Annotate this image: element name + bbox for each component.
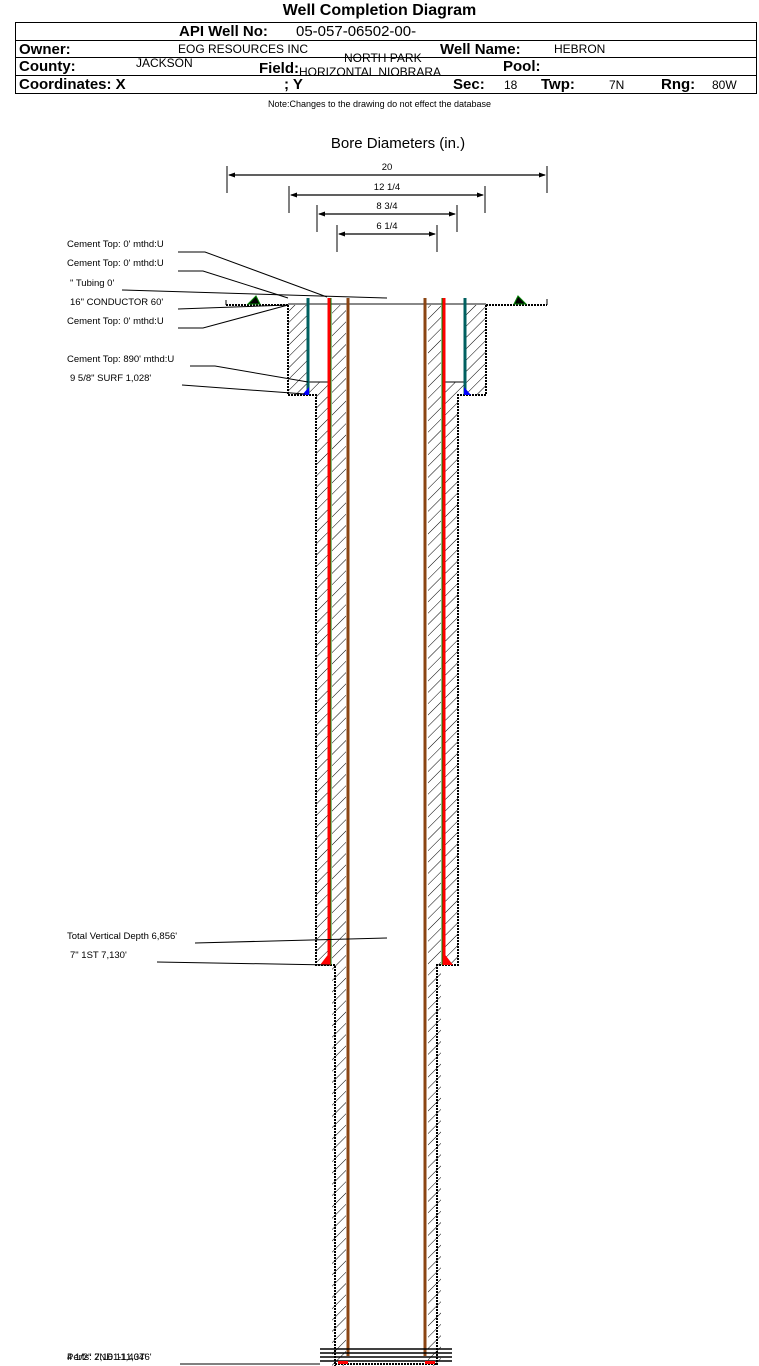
bore-dimension-1: 12 1/4	[288, 182, 486, 213]
annotation-label: 16" CONDUCTOR 60'	[70, 297, 163, 308]
coordinates-label: Coordinates: X	[19, 76, 126, 93]
leader-line	[177, 304, 289, 310]
annotation-label: 7" 1ST 7,130'	[70, 950, 127, 961]
annotation-label: 9 5/8" SURF 1,028'	[70, 373, 151, 384]
surface-cement-right	[465, 305, 486, 395]
cement-marker-icon	[513, 295, 528, 305]
arrow-right-icon	[429, 231, 436, 237]
annotation-group: Cement Top: 0' mthd:U Cement Top: 0' mthd…	[67, 239, 388, 1365]
bore-diameter-label: 6 1/4	[376, 221, 397, 232]
annotation-0: Cement Top: 0' mthd:U	[67, 239, 328, 298]
annotation-4: Cement Top: 0' mthd:U	[67, 304, 289, 329]
header-row-owner: Owner: EOG RESOURCES INC Well Name: HEBR…	[16, 41, 756, 58]
annotation-1: Cement Top: 0' mthd:U	[67, 258, 289, 299]
arrow-left-icon	[318, 211, 325, 217]
bore-diameter-label: 20	[382, 162, 393, 173]
bore-dimension-2: 8 3/4	[316, 201, 458, 232]
leader-line	[156, 961, 331, 966]
field-value-line2: HORIZONTAL NIOBRARA	[299, 65, 442, 79]
sec-label: Sec:	[453, 76, 485, 93]
field-label: Field:	[259, 60, 299, 77]
leader-line	[190, 365, 309, 383]
arrow-right-icon	[539, 172, 546, 178]
header-row-api: API Well No: 05-057-06502-00-	[16, 23, 756, 41]
annotation-3: 16" CONDUCTOR 60'	[70, 297, 289, 310]
rng-label: Rng:	[661, 76, 696, 93]
county-label: County:	[19, 58, 76, 75]
intermediate-cement-left	[316, 382, 329, 965]
leader-line	[178, 270, 289, 299]
sec-value: 18	[504, 78, 518, 92]
bore-dimension-3: 6 1/4	[336, 221, 438, 252]
leader-line	[181, 384, 306, 395]
arrow-left-icon	[228, 172, 235, 178]
header-row-county: County: JACKSON Field: NORTH PARK HORIZO…	[16, 51, 756, 79]
production-cement-right	[428, 305, 441, 1366]
arrow-left-icon	[338, 231, 345, 237]
perforations	[320, 1348, 452, 1365]
county-value: JACKSON	[136, 56, 193, 70]
twp-value: 7N	[609, 78, 625, 92]
diagram-title: Well Completion Diagram	[282, 2, 477, 19]
arrow-left-icon	[290, 192, 297, 198]
annotation-8: 7" 1ST 7,130'	[70, 950, 331, 966]
bore-dimension-0: 20	[226, 162, 548, 193]
arrow-right-icon	[449, 211, 456, 217]
cement-marker-icon	[246, 295, 261, 305]
annotation-label: Cement Top: 0' mthd:U	[67, 316, 164, 327]
bore-diameter-label: 12 1/4	[374, 182, 400, 193]
annotation-label: Perfs: 7,161-11,376'	[67, 1352, 152, 1363]
database-note: Note:Changes to the drawing do not effec…	[268, 99, 491, 109]
bore-dimension-group: 20 12 1/4 8 3/4 6 1/4	[226, 162, 548, 252]
bore-diameters-title: Bore Diameters (in.)	[331, 135, 465, 152]
rng-value: 80W	[712, 78, 737, 92]
intermediate-shoe-left-icon	[320, 952, 330, 965]
annotation-label: Cement Top: 0' mthd:U	[67, 258, 164, 269]
leader-line	[121, 289, 388, 299]
intermediate-cement-right	[445, 382, 458, 965]
annotation-10: 4 1/2" 2ND 11,404'	[67, 1352, 320, 1365]
intermediate-shoe-right-icon	[443, 952, 453, 965]
annotation-7: Total Vertical Depth 6,856'	[67, 931, 388, 944]
twp-label: Twp:	[541, 76, 575, 93]
field-value-line1: NORTH PARK	[344, 51, 422, 65]
owner-label: Owner:	[19, 41, 71, 58]
surface-flange-right	[486, 295, 548, 306]
leader-line	[178, 304, 289, 329]
api-label: API Well No:	[179, 23, 268, 40]
header-row-coordinates: Coordinates: X ; Y Sec: 18 Twp: 7N Rng: …	[16, 76, 756, 94]
annotation-label: Total Vertical Depth 6,856'	[67, 931, 177, 942]
annotation-2: " Tubing 0'	[70, 278, 388, 299]
surface-cement-left	[288, 305, 308, 395]
annotation-5: Cement Top: 890' mthd:U	[67, 354, 309, 383]
annotation-label: Cement Top: 890' mthd:U	[67, 354, 174, 365]
well-header-table: API Well No: 05-057-06502-00- Owner: EOG…	[15, 22, 757, 94]
surface-shoe-right-icon	[464, 387, 471, 395]
owner-value: EOG RESOURCES INC	[178, 42, 309, 56]
annotation-label: 4 1/2" 2ND 11,404'	[67, 1352, 146, 1363]
annotation-6: 9 5/8" SURF 1,028'	[70, 373, 306, 395]
well-name-label: Well Name:	[440, 41, 521, 58]
surface-shoe-left-icon	[302, 387, 309, 395]
bore-diameter-label: 8 3/4	[376, 201, 397, 212]
api-value: 05-057-06502-00-	[296, 23, 417, 40]
annotation-label: Cement Top: 0' mthd:U	[67, 239, 164, 250]
annotation-label: " Tubing 0'	[70, 278, 114, 289]
coordinates-y-label: ; Y	[284, 76, 303, 93]
leader-line	[194, 937, 388, 944]
pool-label: Pool:	[503, 58, 541, 75]
well-name-value: HEBRON	[554, 42, 606, 56]
leader-line	[178, 251, 328, 298]
production-cement-left	[332, 305, 346, 1366]
arrow-right-icon	[477, 192, 484, 198]
surface-flange-left	[225, 295, 288, 306]
